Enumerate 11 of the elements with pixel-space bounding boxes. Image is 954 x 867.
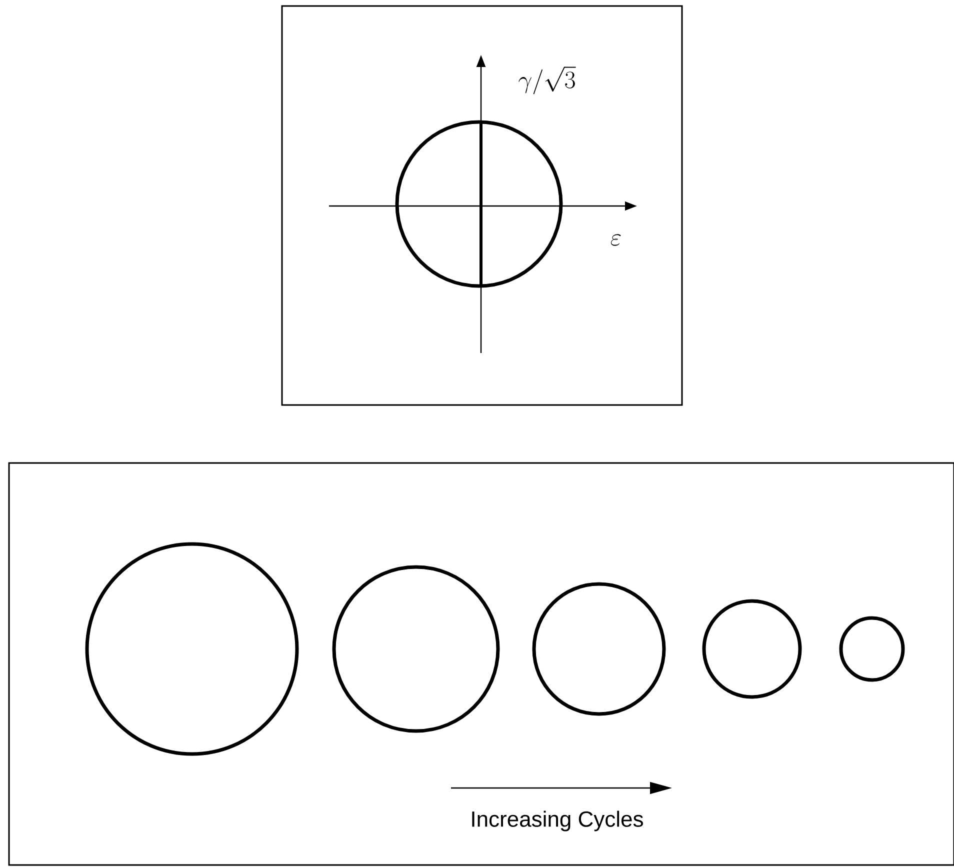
circle bbox=[702, 599, 802, 699]
arrow-caption: Increasing Cycles bbox=[472, 810, 643, 832]
circle bbox=[395, 120, 563, 288]
circle bbox=[85, 542, 299, 756]
panel-frame bbox=[8, 462, 954, 866]
circle bbox=[332, 565, 500, 733]
panel-frame bbox=[281, 5, 683, 406]
axis-label: $\varepsilon$ bbox=[610, 234, 621, 246]
axis-label: $\gamma/\sqrt{3}$ bbox=[518, 66, 576, 94]
circle bbox=[532, 582, 666, 716]
circle bbox=[839, 616, 905, 682]
